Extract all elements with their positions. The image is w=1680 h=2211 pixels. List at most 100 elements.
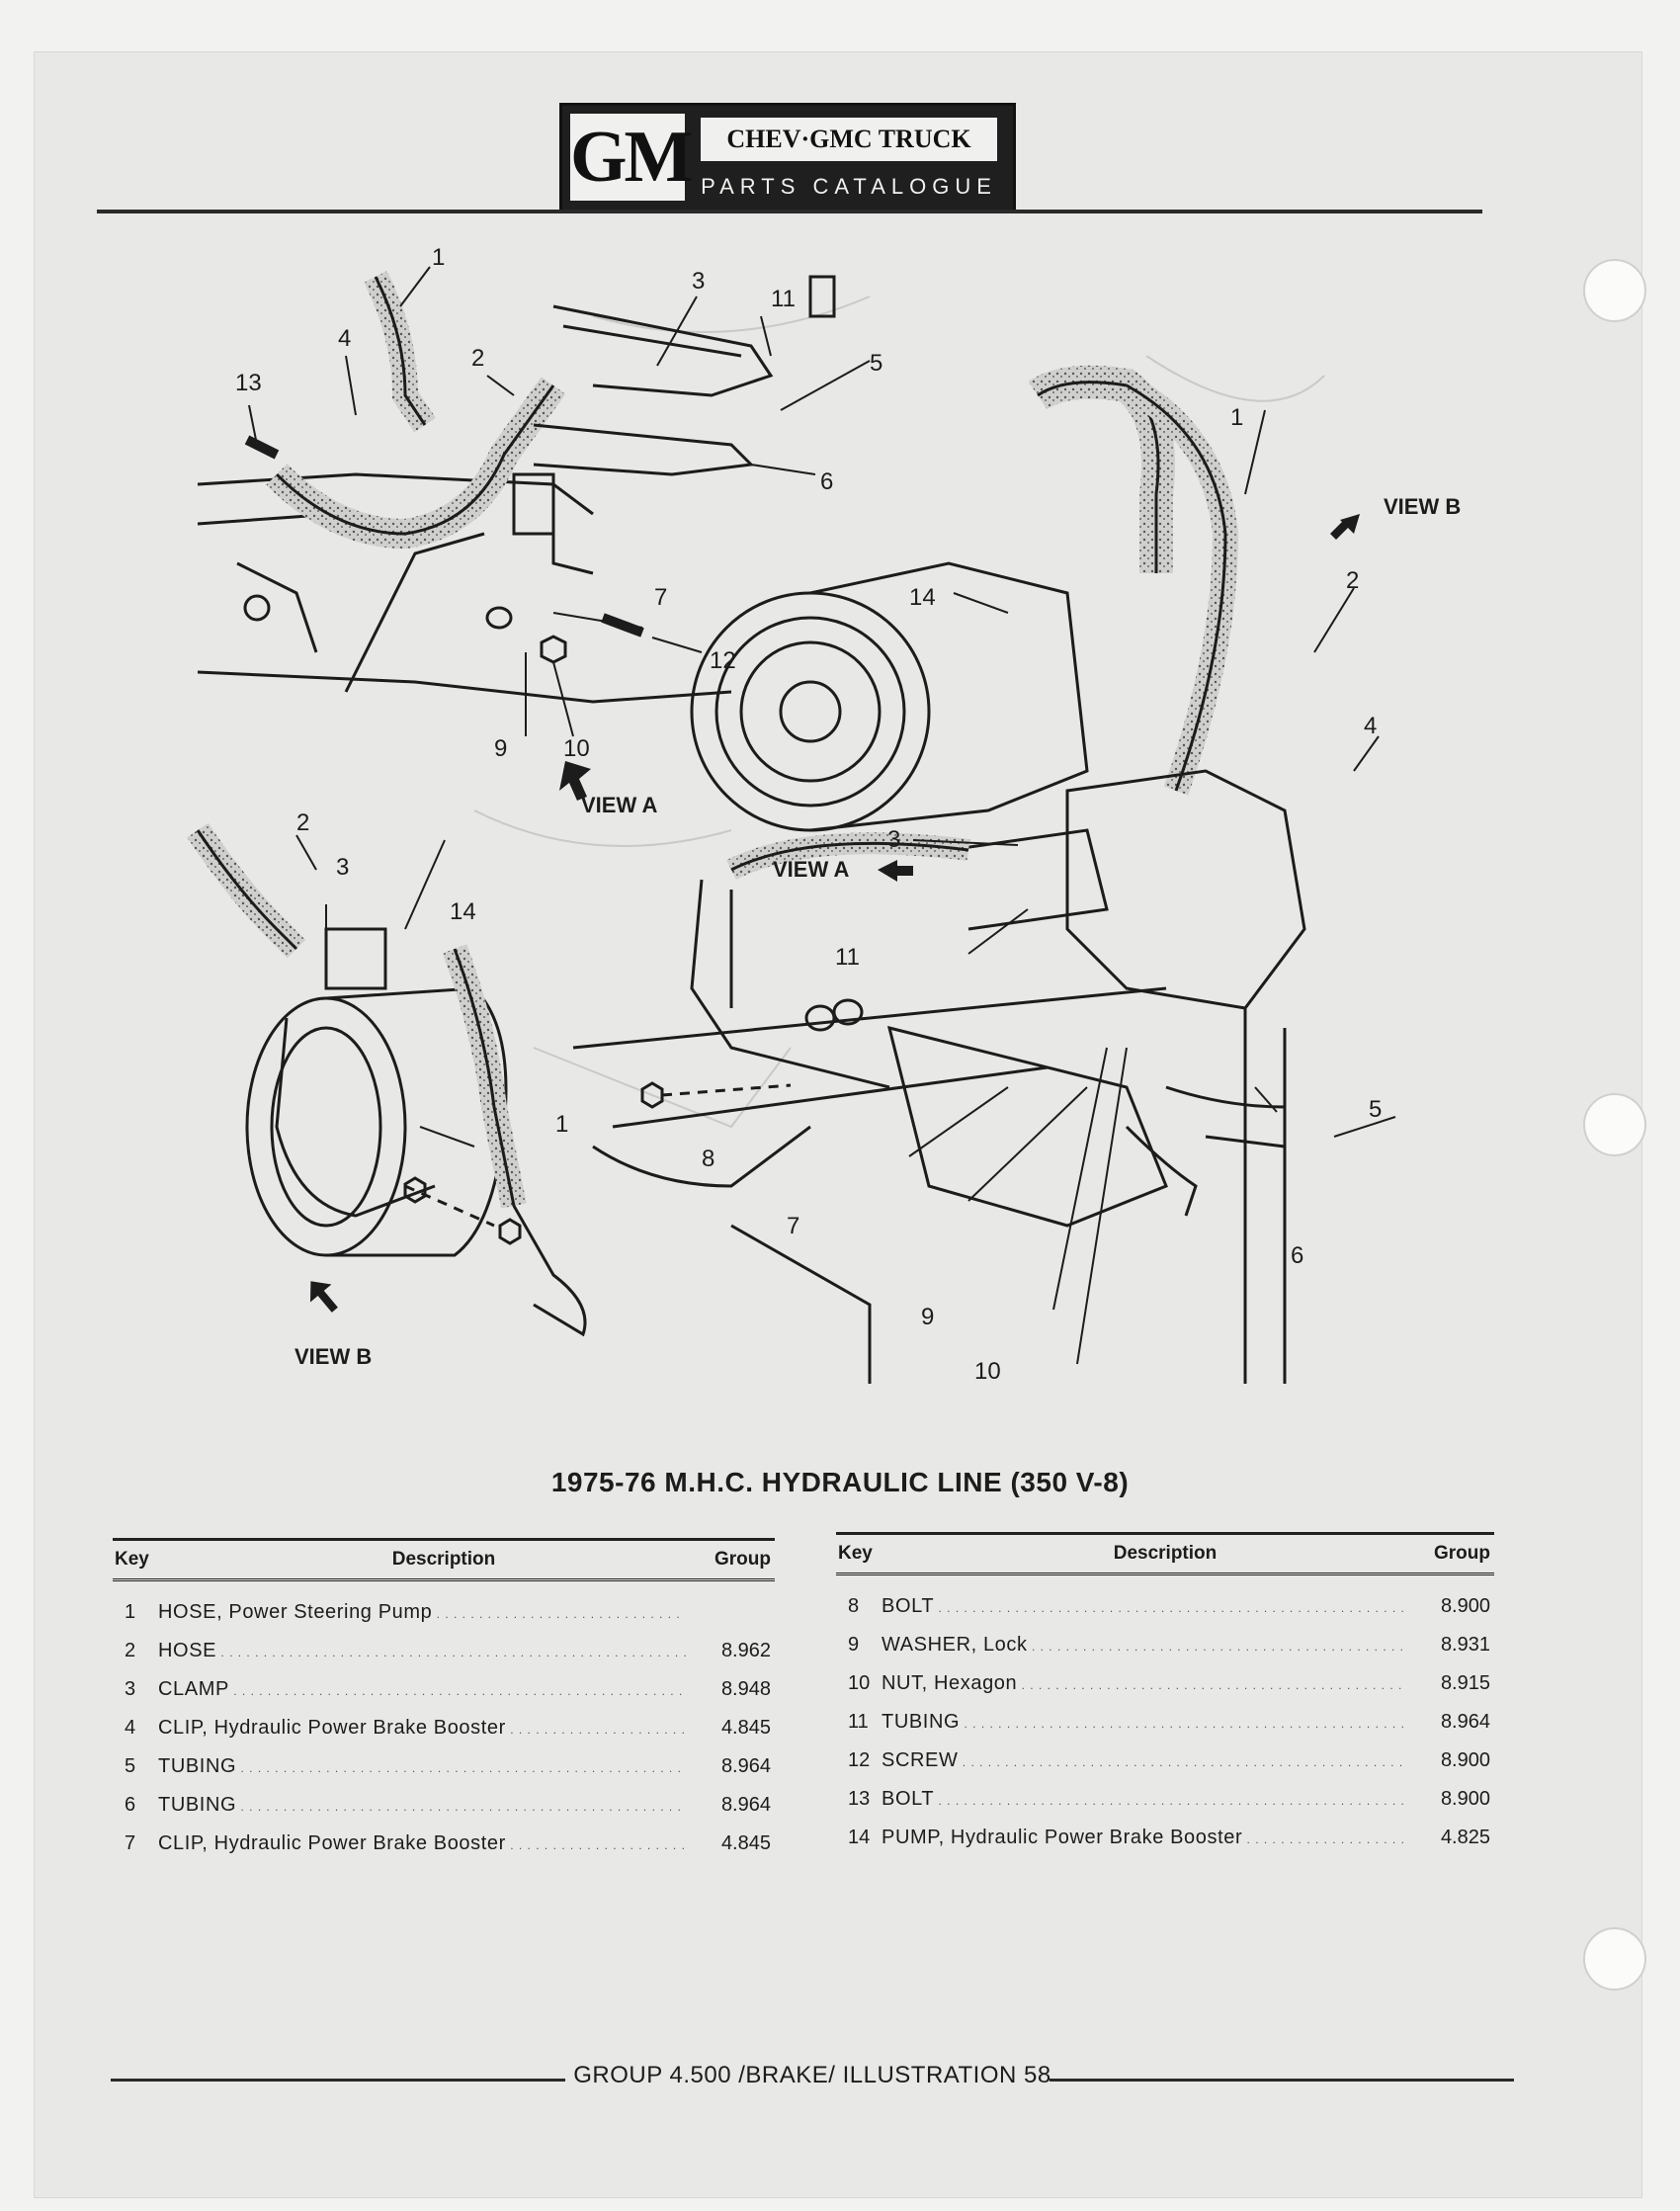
part-group: 8.962: [720, 1640, 771, 1661]
part-key: 4: [125, 1717, 136, 1739]
callout-1-view-b: 1: [555, 1111, 568, 1138]
view-a-label: VIEW A: [581, 793, 658, 817]
callout-8-main: 8: [702, 1146, 714, 1172]
header-rule: [97, 210, 1482, 213]
part-key: 9: [848, 1634, 860, 1656]
part-description: SCREW: [882, 1742, 1405, 1782]
callout-10-view-a: 10: [563, 735, 590, 762]
callout-14-view-b: 14: [450, 898, 476, 925]
table-header: Key Description Group: [113, 1538, 775, 1581]
callout-7-main: 7: [787, 1213, 799, 1239]
header-key: Key: [115, 1549, 149, 1570]
part-group: 4.845: [720, 1717, 771, 1739]
part-key: 8: [848, 1595, 860, 1617]
table-row: 2 HOSE 8.962: [113, 1632, 775, 1670]
table-row: 13 BOLT 8.900: [836, 1780, 1494, 1819]
view-b-pointer-icon: [1330, 514, 1360, 540]
callout-5-view-a: 5: [870, 350, 882, 377]
footer-rule-right: [1050, 2079, 1514, 2082]
part-description: HOSE, Power Steering Pump: [158, 1593, 686, 1634]
part-description: NUT, Hexagon: [882, 1664, 1405, 1705]
parts-table-left: Key Description Group 1 HOSE, Power Stee…: [113, 1538, 775, 1863]
callout-11-main: 11: [835, 944, 860, 971]
part-description: WASHER, Lock: [882, 1626, 1405, 1666]
callout-2-view-b: 2: [296, 809, 309, 836]
part-key: 7: [125, 1832, 136, 1854]
part-description: CLIP, Hydraulic Power Brake Booster: [158, 1709, 686, 1749]
callout-7-view-a: 7: [654, 584, 667, 611]
part-key: 5: [125, 1755, 136, 1777]
part-description: TUBING: [158, 1786, 686, 1827]
table-row: 9 WASHER, Lock 8.931: [836, 1626, 1494, 1664]
part-key: 12: [848, 1749, 871, 1771]
parts-table-right: Key Description Group 8 BOLT 8.900 9 WAS…: [836, 1532, 1494, 1857]
callout-1-view-a: 1: [432, 244, 445, 271]
part-description: CLAMP: [158, 1670, 686, 1711]
table-row: 1 HOSE, Power Steering Pump: [113, 1593, 775, 1632]
part-group: 8.900: [1440, 1788, 1490, 1810]
part-key: 14: [848, 1827, 871, 1848]
part-description: TUBING: [882, 1703, 1405, 1743]
part-group: 8.931: [1440, 1634, 1490, 1656]
part-key: 11: [848, 1711, 869, 1733]
callout-13-view-a: 13: [235, 370, 262, 396]
binder-hole-top: [1583, 259, 1646, 322]
callout-11-view-a: 11: [771, 286, 796, 312]
part-description: HOSE: [158, 1632, 686, 1672]
header-key: Key: [838, 1543, 873, 1564]
part-group: 4.845: [720, 1832, 771, 1854]
part-key: 13: [848, 1788, 871, 1810]
callout-3-view-b: 3: [336, 854, 349, 881]
view-a-label-main: VIEW A: [773, 857, 850, 882]
table-row: 7 CLIP, Hydraulic Power Brake Booster 4.…: [113, 1825, 775, 1863]
callout-9-view-a: 9: [494, 735, 507, 762]
header-description: Description: [391, 1549, 496, 1570]
part-description: BOLT: [882, 1780, 1405, 1821]
callout-leaders: [248, 266, 1396, 1365]
main-assembly-drawing: [572, 275, 1306, 1384]
part-key: 10: [848, 1672, 871, 1694]
header-group: Group: [1434, 1543, 1490, 1564]
table-row: 4 CLIP, Hydraulic Power Brake Booster 4.…: [113, 1709, 775, 1747]
gm-parts-catalogue-logo: GM CHEV·GMC TRUCK PARTS CATALOGUE: [559, 103, 1016, 213]
view-b-label: VIEW B: [294, 1344, 372, 1369]
logo-catalogue-line: PARTS CATALOGUE: [701, 174, 997, 199]
header-description: Description: [1113, 1543, 1218, 1564]
figure-title: 1975-76 M.H.C. HYDRAULIC LINE (350 V-8): [550, 1467, 1130, 1497]
callout-14-main: 14: [909, 584, 936, 611]
table-row: 8 BOLT 8.900: [836, 1587, 1494, 1626]
part-group: 8.915: [1440, 1672, 1490, 1694]
logo-brand-line: CHEV·GMC TRUCK: [701, 118, 997, 161]
view-a-drawing: [197, 271, 774, 704]
callout-9-main: 9: [921, 1304, 934, 1330]
callout-5-main: 5: [1369, 1096, 1382, 1123]
callout-2-main: 2: [1346, 567, 1359, 594]
part-description: BOLT: [882, 1587, 1405, 1628]
view-a-pointer-icon: [878, 860, 913, 882]
page-footer: GROUP 4.500 /BRAKE/ ILLUSTRATION 58: [111, 2058, 1514, 2097]
table-row: 11 TUBING 8.964: [836, 1703, 1494, 1742]
callout-6-view-a: 6: [820, 468, 833, 495]
callout-4-view-a: 4: [338, 325, 351, 352]
table-row: 10 NUT, Hexagon 8.915: [836, 1664, 1494, 1703]
view-a-arrow-icon: [559, 761, 591, 801]
table-row: 6 TUBING 8.964: [113, 1786, 775, 1825]
table-row: 3 CLAMP 8.948: [113, 1670, 775, 1709]
part-group: 8.948: [720, 1678, 771, 1700]
part-group: 8.900: [1440, 1749, 1490, 1771]
callout-3-view-a: 3: [692, 268, 705, 295]
part-group: 8.964: [1440, 1711, 1490, 1733]
callout-1-main: 1: [1230, 404, 1243, 431]
part-group: 4.825: [1440, 1827, 1490, 1848]
gm-logo-mark: GM: [570, 114, 693, 201]
table-row: 5 TUBING 8.964: [113, 1747, 775, 1786]
footer-rule-left: [111, 2079, 565, 2082]
part-group: 8.900: [1440, 1595, 1490, 1617]
part-key: 3: [125, 1678, 136, 1700]
callout-10-main: 10: [974, 1358, 1001, 1385]
callout-2-view-a: 2: [471, 345, 484, 372]
part-description: TUBING: [158, 1747, 686, 1788]
part-description: CLIP, Hydraulic Power Brake Booster: [158, 1825, 686, 1865]
hydraulic-line-illustration: 1 2 3 4 5 6 7 9 10 11 12 13 VIEW A 2 3 1…: [187, 244, 1461, 1385]
table-row: 14 PUMP, Hydraulic Power Brake Booster 4…: [836, 1819, 1494, 1857]
